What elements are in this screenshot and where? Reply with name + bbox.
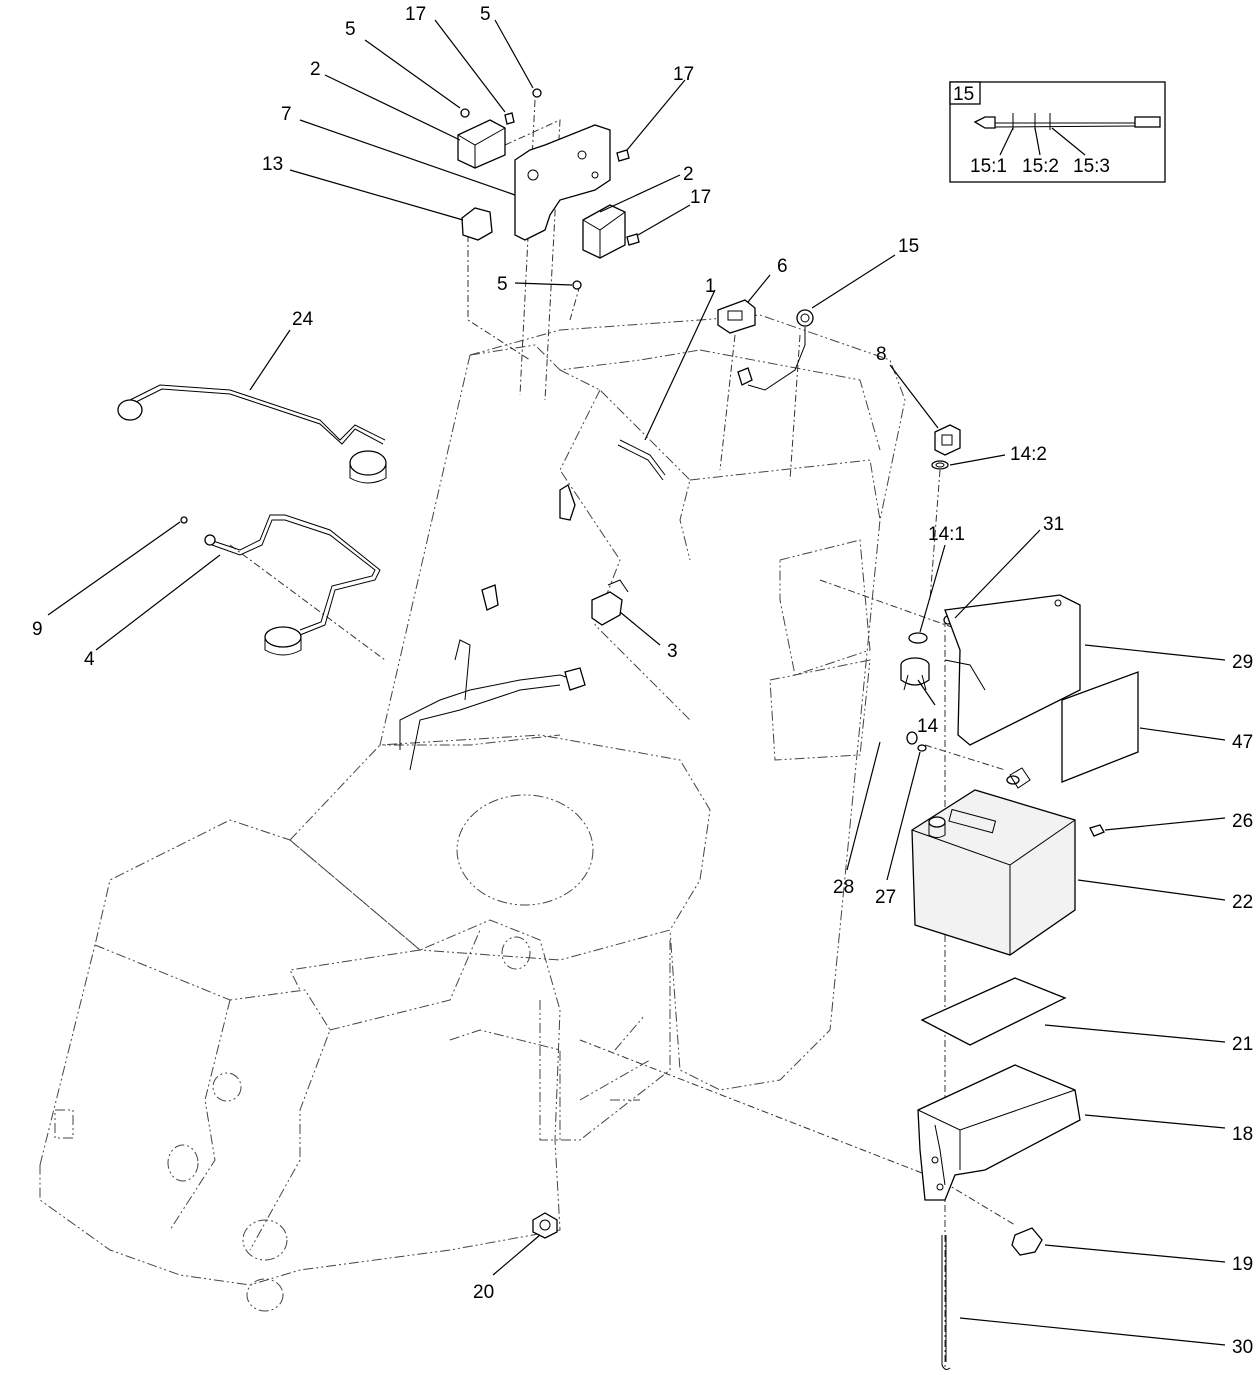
callout-2a: 2 (310, 59, 321, 80)
callout-1: 1 (705, 276, 716, 297)
relay-upper (457, 119, 506, 169)
bolt-19 (1011, 1227, 1043, 1256)
callout-30: 30 (1232, 1337, 1253, 1358)
harness-switch (737, 309, 814, 391)
callout-13: 13 (262, 154, 283, 175)
callout-28: 28 (833, 877, 854, 898)
callout-7: 7 (281, 104, 292, 125)
callout-17b: 17 (673, 64, 694, 85)
callout-24: 24 (292, 309, 314, 330)
nut-20 (532, 1212, 558, 1239)
key (934, 424, 961, 456)
callout-18: 18 (1232, 1124, 1253, 1145)
callout-4: 4 (84, 649, 95, 670)
frame-phantom (39, 314, 906, 1312)
cable-24 (117, 384, 387, 484)
callout-47: 47 (1232, 732, 1253, 753)
sensor-3 (591, 579, 629, 626)
callout-5b: 5 (480, 4, 491, 25)
cable-4 (180, 514, 381, 656)
inset-detail-15: 15 15:1 15:2 15:3 (949, 81, 1166, 183)
callout-14-2: 14:2 (1010, 444, 1047, 465)
callout-15: 15 (898, 236, 919, 257)
hardware-26-28 (906, 731, 1105, 837)
leader-lines (47, 19, 1226, 1346)
callout-6: 6 (777, 256, 788, 277)
inset-part-15-1: 15:1 (970, 156, 1007, 177)
small-hardware (460, 88, 640, 290)
wire-harness (399, 439, 666, 771)
battery-pad (920, 977, 1067, 1046)
callout-19: 19 (1232, 1254, 1253, 1275)
inset-title: 15 (953, 84, 974, 105)
key-nut (931, 460, 949, 470)
callout-29: 29 (1232, 652, 1253, 673)
hour-meter (717, 299, 756, 334)
callout-5a: 5 (345, 19, 356, 40)
inset-part-15-2: 15:2 (1022, 156, 1059, 177)
fuse-holder (461, 207, 493, 241)
callout-3: 3 (667, 641, 678, 662)
callout-21: 21 (1232, 1034, 1253, 1055)
callout-14: 14 (917, 716, 939, 737)
callout-17a: 17 (405, 4, 426, 25)
callout-8: 8 (876, 344, 887, 365)
callout-5c: 5 (497, 274, 508, 295)
callout-20: 20 (473, 1282, 494, 1303)
relay-lower (582, 204, 626, 259)
callout-9: 9 (32, 619, 43, 640)
battery-cover (944, 594, 1081, 746)
callout-26: 26 (1232, 811, 1253, 832)
inset-part-15-3: 15:3 (1073, 156, 1110, 177)
callout-17c: 17 (690, 187, 711, 208)
ignition-switch (900, 632, 930, 691)
callout-2b: 2 (683, 164, 694, 185)
battery-tray (917, 1064, 1081, 1201)
callout-labels: 1 2 2 3 4 5 5 5 6 7 8 9 13 14 14:1 14:2 … (32, 4, 1253, 1358)
battery-rod (941, 1235, 951, 1370)
relay-bracket (514, 124, 611, 241)
callout-22: 22 (1232, 892, 1253, 913)
callout-31: 31 (1043, 514, 1064, 535)
battery (911, 775, 1076, 956)
callout-14-1: 14:1 (928, 524, 965, 545)
assembly-lines (229, 99, 1016, 1370)
callout-27: 27 (875, 887, 896, 908)
decal (1061, 671, 1139, 783)
